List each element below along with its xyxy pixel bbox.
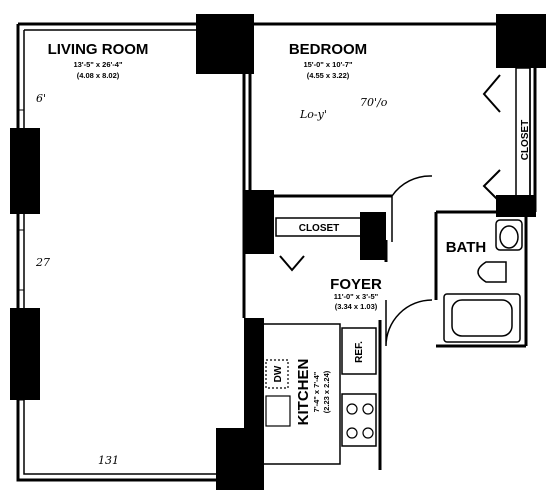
bath-fixtures	[443, 219, 523, 343]
handwritten-mark-2: Lo-y'	[299, 108, 327, 121]
middle-closet	[275, 217, 363, 272]
bedroom-closet	[482, 67, 531, 203]
handwritten-mark-4: 27	[35, 256, 50, 269]
handwritten-mark-1: 6'	[36, 92, 46, 105]
interior-walls	[242, 70, 535, 470]
handwritten-mark-5: 131	[98, 454, 119, 467]
bedroom-name: BEDROOM	[289, 41, 367, 58]
living-room-dims: 13'-5" x 26'-4"	[73, 60, 122, 69]
kitchen-metric: (2.23 x 2.24)	[322, 370, 331, 413]
closet-right-label: CLOSET	[520, 120, 531, 161]
foyer-dims: 11'-0" x 3'-5"	[334, 292, 379, 301]
closet-mid-label: CLOSET	[299, 223, 340, 234]
living-room-name: LIVING ROOM	[48, 41, 149, 58]
bedroom-metric: (4.55 x 3.22)	[307, 71, 350, 80]
handwritten-mark-3: 70'/o	[360, 96, 388, 109]
refrigerator-label: REF.	[354, 341, 365, 363]
foyer-metric: (3.34 x 1.03)	[335, 302, 378, 311]
kitchen-dims: 7'-4" x 7'-4"	[312, 371, 321, 412]
wall-blocks	[244, 190, 536, 260]
kitchen-name: KITCHEN	[295, 359, 312, 426]
living-room-metric: (4.08 x 8.02)	[77, 71, 120, 80]
doors	[385, 175, 433, 347]
bath-name: BATH	[446, 239, 487, 256]
dishwasher-label: DW	[273, 365, 284, 382]
kitchen-fixtures	[244, 318, 377, 470]
foyer-name: FOYER	[330, 276, 382, 293]
bedroom-dims: 15'-0" x 10'-7"	[303, 60, 352, 69]
